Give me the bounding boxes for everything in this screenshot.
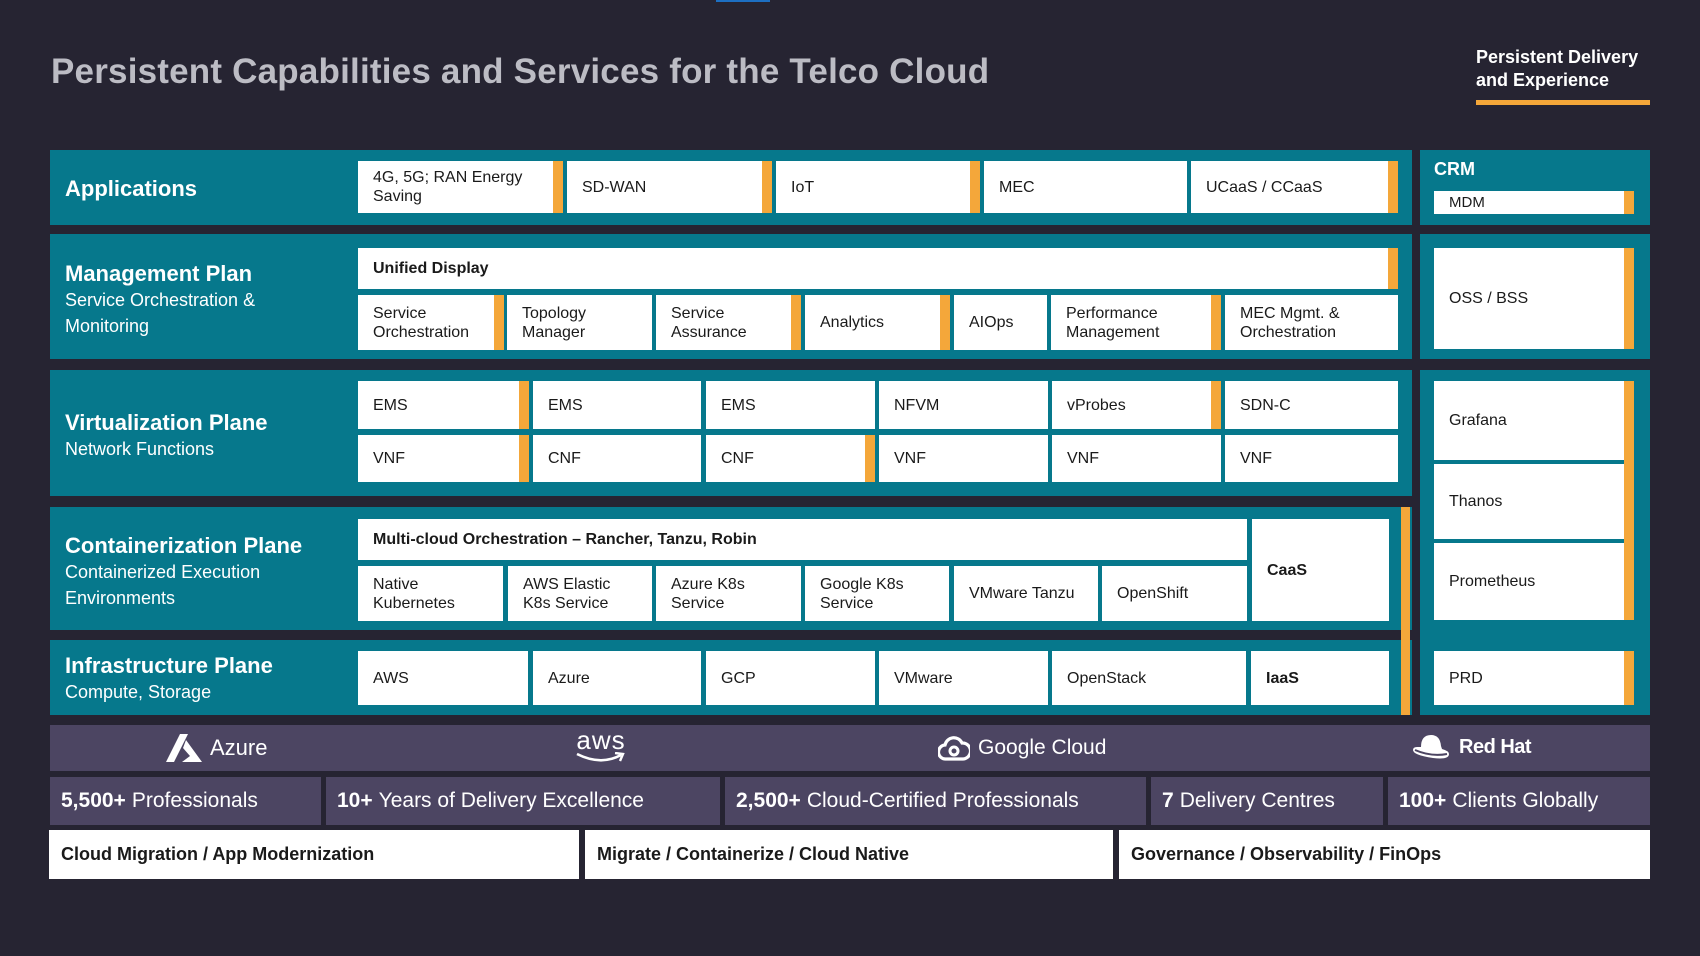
mgmt-item: AIOps bbox=[954, 295, 1047, 350]
thanos-box: Thanos bbox=[1434, 464, 1624, 539]
google-cloud-icon bbox=[938, 736, 970, 761]
oss-bss-box: OSS / BSS bbox=[1434, 248, 1634, 349]
container-item: Google K8s Service bbox=[805, 566, 949, 621]
mgmt-item: Service Assurance bbox=[656, 295, 801, 350]
red-hat-icon bbox=[1413, 735, 1449, 759]
page-title: Persistent Capabilities and Services for… bbox=[51, 52, 990, 91]
aws-smile-icon bbox=[576, 752, 625, 762]
app-item: 4G, 5G; RAN Energy Saving bbox=[358, 161, 563, 213]
aws-label: aws bbox=[576, 725, 626, 755]
prometheus-box: Prometheus bbox=[1434, 543, 1624, 620]
containerization-label: Containerization Plane Containerized Exe… bbox=[65, 533, 325, 611]
aws-logo: aws bbox=[575, 725, 627, 764]
delivery-label: Persistent Delivery and Experience bbox=[1476, 47, 1639, 90]
stat-years: 10+Years of Delivery Excellence bbox=[326, 777, 720, 825]
stat-value: 7 bbox=[1162, 789, 1174, 812]
virt-item: VNF bbox=[358, 435, 529, 482]
virt-item: EMS bbox=[533, 381, 701, 429]
pill-governance: Governance / Observability / FinOps bbox=[1119, 830, 1650, 879]
red-hat-logo: Red Hat bbox=[1411, 731, 1532, 763]
stat-label: Professionals bbox=[131, 789, 258, 812]
azure-label: Azure bbox=[210, 735, 268, 760]
app-item: UCaaS / CCaaS bbox=[1191, 161, 1398, 213]
mgmt-item: Performance Management bbox=[1051, 295, 1221, 350]
top-marker bbox=[716, 0, 770, 2]
virtualization-subtitle: Network Functions bbox=[65, 439, 215, 459]
persistent-accent-bar bbox=[1401, 507, 1410, 715]
pill-migration: Cloud Migration / App Modernization bbox=[49, 830, 579, 879]
stat-label: Clients Globally bbox=[1452, 789, 1599, 812]
pill-containerize: Migrate / Containerize / Cloud Native bbox=[585, 830, 1113, 879]
app-item: IoT bbox=[776, 161, 980, 213]
stat-professionals: 5,500+Professionals bbox=[50, 777, 321, 825]
mgmt-item: Analytics bbox=[805, 295, 950, 350]
stat-label: Cloud-Certified Professionals bbox=[806, 789, 1079, 812]
crm-label: CRM bbox=[1434, 159, 1475, 179]
containerization-title: Containerization Plane bbox=[65, 533, 303, 558]
red-hat-label: Red Hat bbox=[1459, 735, 1532, 758]
infra-item: Azure bbox=[533, 651, 701, 705]
multicloud-orchestration: Multi-cloud Orchestration – Rancher, Tan… bbox=[358, 519, 1247, 560]
infra-item: OpenStack bbox=[1052, 651, 1246, 705]
applications-title: Applications bbox=[65, 176, 198, 201]
virtualization-title: Virtualization Plane bbox=[65, 410, 268, 435]
management-title: Management Plan bbox=[65, 261, 253, 286]
infra-item: VMware bbox=[879, 651, 1048, 705]
stat-certified: 2,500+Cloud-Certified Professionals bbox=[725, 777, 1146, 825]
virt-item: vProbes bbox=[1052, 381, 1221, 429]
prd-box: PRD bbox=[1434, 651, 1634, 705]
container-item: OpenShift bbox=[1102, 566, 1247, 621]
virt-item: SDN-C bbox=[1225, 381, 1398, 429]
stat-value: 100+ bbox=[1399, 789, 1447, 812]
management-subtitle: Service Orchestration & Monitoring bbox=[65, 290, 256, 336]
applications-label: Applications bbox=[65, 176, 197, 202]
mgmt-item: Topology Manager bbox=[507, 295, 652, 350]
grafana-box: Grafana bbox=[1434, 381, 1624, 460]
virtualization-label: Virtualization Plane Network Functions bbox=[65, 410, 325, 462]
unified-display: Unified Display bbox=[358, 248, 1398, 289]
virt-item: EMS bbox=[706, 381, 875, 429]
iaas-box: IaaS bbox=[1251, 651, 1389, 705]
stat-value: 2,500+ bbox=[736, 789, 801, 812]
provider-band bbox=[50, 725, 1650, 771]
mdm-box: MDM bbox=[1434, 191, 1634, 214]
infra-item: AWS bbox=[358, 651, 528, 705]
container-item: AWS Elastic K8s Service bbox=[508, 566, 652, 621]
infra-item: GCP bbox=[706, 651, 875, 705]
infrastructure-label: Infrastructure Plane Compute, Storage bbox=[65, 653, 325, 705]
container-item: Native Kubernetes bbox=[358, 566, 503, 621]
virt-item: EMS bbox=[358, 381, 529, 429]
stat-label: Years of Delivery Excellence bbox=[378, 789, 644, 812]
mgmt-item: MEC Mgmt. & Orchestration bbox=[1225, 295, 1398, 350]
container-item: VMware Tanzu bbox=[954, 566, 1098, 621]
virt-item: NFVM bbox=[879, 381, 1048, 429]
azure-icon bbox=[166, 734, 202, 762]
virt-item: VNF bbox=[879, 435, 1048, 482]
app-item: MEC bbox=[984, 161, 1187, 213]
google-cloud-logo: Google Cloud bbox=[938, 732, 1106, 764]
virt-item: CNF bbox=[533, 435, 701, 482]
virt-item: VNF bbox=[1052, 435, 1221, 482]
containerization-subtitle: Containerized Execution Environments bbox=[65, 562, 261, 608]
observability-accent-bar bbox=[1624, 381, 1634, 620]
stat-clients: 100+Clients Globally bbox=[1388, 777, 1650, 825]
stat-value: 10+ bbox=[337, 789, 373, 812]
delivery-underline bbox=[1476, 100, 1650, 105]
azure-logo: Azure bbox=[166, 732, 267, 764]
infrastructure-subtitle: Compute, Storage bbox=[65, 682, 212, 702]
virt-item: VNF bbox=[1225, 435, 1398, 482]
app-item: SD-WAN bbox=[567, 161, 772, 213]
container-item: Azure K8s Service bbox=[656, 566, 801, 621]
virt-item: CNF bbox=[706, 435, 875, 482]
stat-value: 5,500+ bbox=[61, 789, 126, 812]
stat-label: Delivery Centres bbox=[1179, 789, 1335, 812]
caas-box: CaaS bbox=[1252, 519, 1389, 621]
mgmt-item: Service Orchestration bbox=[358, 295, 504, 350]
management-label: Management Plan Service Orchestration & … bbox=[65, 261, 305, 339]
google-cloud-label: Google Cloud bbox=[978, 736, 1107, 759]
infrastructure-title: Infrastructure Plane bbox=[65, 653, 273, 678]
